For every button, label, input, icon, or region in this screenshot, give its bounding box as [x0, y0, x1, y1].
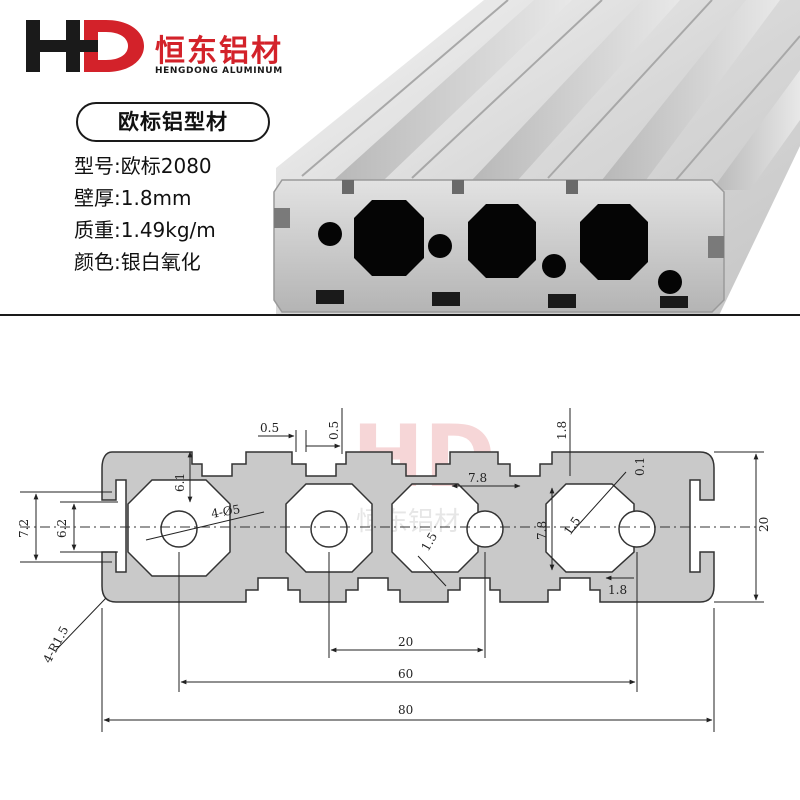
- slot-bottom-2: [432, 292, 460, 306]
- hole-3: [542, 254, 566, 278]
- spec-color: 颜色:银白氧化: [74, 250, 201, 274]
- dim-wall-top: 1.8: [555, 421, 569, 440]
- dim-holes: 4-Ø5: [210, 502, 241, 521]
- dim-total-length: 80: [398, 703, 413, 717]
- groove-3: [602, 0, 780, 180]
- dim-web-thickness: 0.1: [633, 457, 647, 476]
- section-divider: [0, 314, 800, 316]
- dim-rib: 1.8: [608, 583, 627, 597]
- dim-slot-width: 7.8: [468, 471, 487, 485]
- hole-2: [428, 234, 452, 258]
- core-hole-2: [310, 510, 348, 548]
- dim-center-span: 60: [398, 667, 413, 681]
- extrusion-render: [273, 0, 800, 314]
- core-hole-1: [160, 510, 198, 548]
- dim-slot-height: 7.8: [535, 521, 549, 540]
- dim-fillet-small: 1.5: [561, 514, 583, 538]
- cavity-2: [468, 204, 536, 278]
- dim-pitch: 20: [398, 635, 413, 649]
- spec-list: 型号:欧标2080 壁厚:1.8mm 质重:1.49kg/m 颜色:银白氧化: [74, 150, 216, 278]
- slot-top-3: [566, 180, 578, 194]
- slot-top-1: [342, 180, 354, 194]
- slot-left: [274, 208, 290, 228]
- cavity-1: [354, 200, 424, 276]
- spec-model: 型号:欧标2080: [74, 154, 212, 178]
- slot-right: [708, 236, 724, 258]
- brand-logo: 恒东铝材 HENGDONG ALUMINUM: [22, 14, 312, 78]
- slot-bottom-3: [548, 294, 576, 308]
- spec-weight: 质重:1.49kg/m: [74, 218, 216, 242]
- hole-1: [318, 222, 342, 246]
- core-hole-3: [466, 510, 504, 548]
- dim-slot-open-inner: 6.2: [55, 519, 69, 538]
- profile-cross-section: [101, 451, 715, 603]
- dim-slot-side: 0.5: [327, 421, 341, 440]
- product-header: 恒东铝材 HENGDONG ALUMINUM 欧标铝型材 型号:欧标2080 壁…: [0, 0, 800, 314]
- hd-logo-icon: [26, 20, 144, 72]
- core-hole-4: [618, 510, 656, 548]
- groove-1: [334, 0, 572, 180]
- dim-height: 20: [757, 517, 771, 532]
- cavity-3: [580, 204, 648, 280]
- groove-4: [712, 70, 800, 190]
- groove-2: [472, 0, 680, 180]
- dim-slot-top: 0.5: [260, 421, 279, 435]
- brand-name-en: HENGDONG ALUMINUM: [155, 66, 283, 76]
- hole-4: [658, 270, 682, 294]
- technical-drawing: HD 恒东铝材: [17, 407, 771, 732]
- brand-name-cn: 恒东铝材: [155, 34, 283, 69]
- dim-slot-open-outer: 7.2: [17, 519, 31, 538]
- slot-bottom-1: [316, 290, 344, 304]
- dim-slot-depth: 6.1: [173, 473, 187, 492]
- slot-bottom-4: [660, 296, 688, 308]
- product-title: 欧标铝型材: [76, 102, 270, 142]
- slot-top-2: [452, 180, 464, 194]
- spec-wall-thickness: 壁厚:1.8mm: [74, 186, 192, 210]
- dim-corners: 4-R1.5: [40, 624, 71, 666]
